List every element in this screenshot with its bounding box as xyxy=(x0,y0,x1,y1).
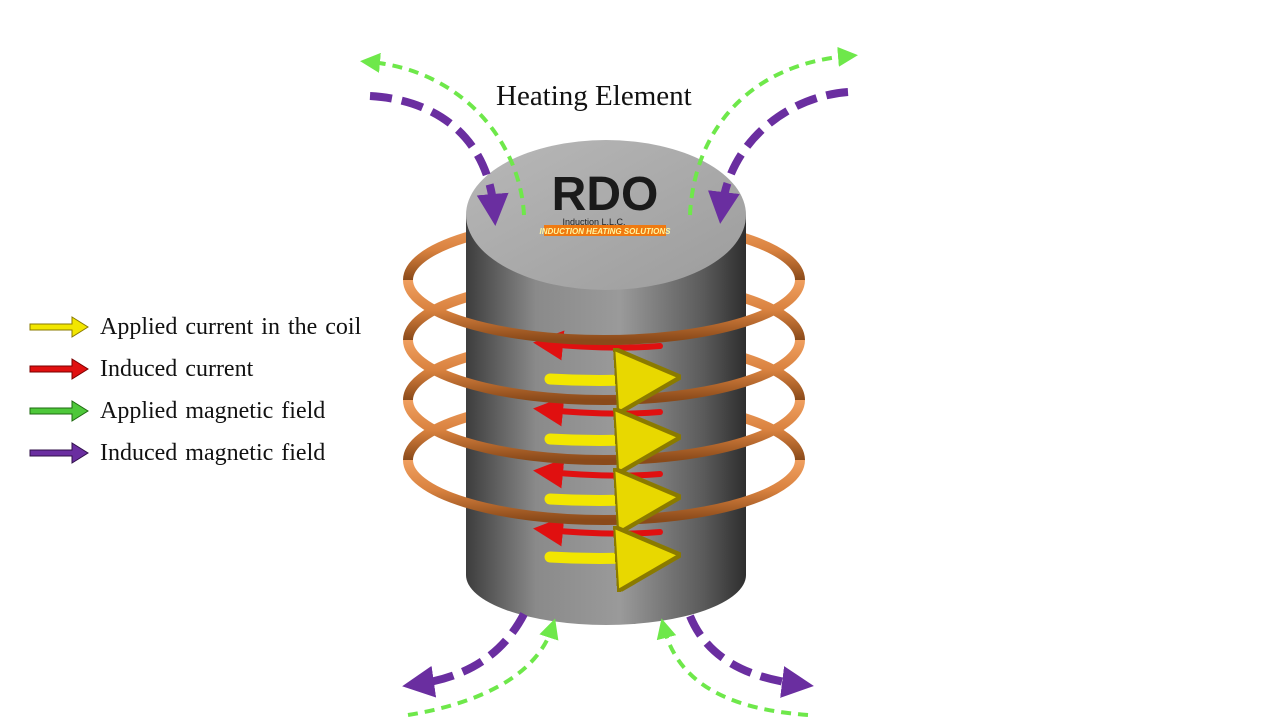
legend-item-applied-current: Applied current in the coil xyxy=(28,306,361,348)
legend-item-induced-current: Induced current xyxy=(28,348,361,390)
logo-text: RDO xyxy=(552,168,659,221)
legend-item-applied-magnetic-field: Applied magnetic field xyxy=(28,390,361,432)
legend-label: Induced current xyxy=(100,355,254,382)
legend-label: Applied current in the coil xyxy=(100,313,362,340)
applied-magnetic-field-lines xyxy=(360,46,858,717)
legend: Applied current in the coil Induced curr… xyxy=(28,306,361,474)
legend-label: Applied magnetic field xyxy=(100,397,326,424)
legend-label: Induced magnetic field xyxy=(100,439,326,466)
red-arrow-icon xyxy=(29,358,89,380)
rdo-logo: RDO Induction L.L.C. INDUCTION HEATING S… xyxy=(540,168,672,236)
diagram-title: Heating Element xyxy=(496,80,692,112)
logo-banner: INDUCTION HEATING SOLUTIONS xyxy=(540,227,672,236)
legend-item-induced-magnetic-field: Induced magnetic field xyxy=(28,432,361,474)
induced-magnetic-field-lines xyxy=(369,88,849,698)
applied-current-arrows xyxy=(544,379,648,559)
coil-front xyxy=(403,279,805,525)
purple-arrow-icon xyxy=(29,442,89,464)
green-arrow-icon xyxy=(29,400,89,422)
logo-subtext: Induction L.L.C. xyxy=(562,217,625,227)
yellow-arrow-icon xyxy=(29,316,89,338)
